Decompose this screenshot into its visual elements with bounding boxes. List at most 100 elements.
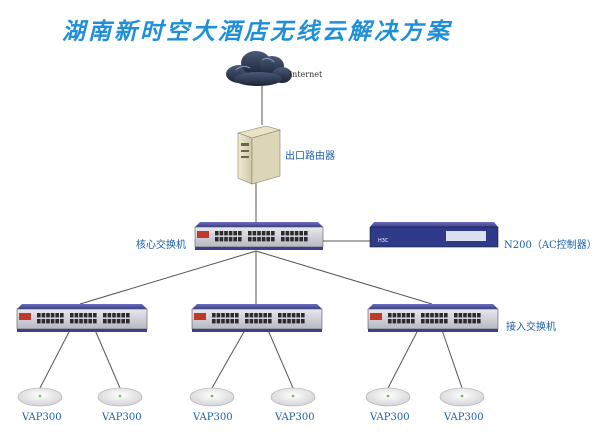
port [46,313,50,318]
port [472,319,476,324]
port [430,313,434,318]
port [107,313,112,318]
port [296,313,300,318]
port [467,313,472,318]
port [430,319,434,324]
port [235,313,239,318]
port [454,319,458,324]
port [263,319,267,324]
switch-ports [212,313,305,324]
port [266,231,270,236]
port [248,237,252,242]
port [304,231,308,236]
port [392,313,397,318]
port [472,313,476,318]
link-access3-ap6 [441,329,463,389]
ac-controller-label: N200（AC控制器） [504,240,597,251]
access-switch-3-icon [367,304,499,332]
port [93,313,97,318]
port [221,313,225,318]
port [401,313,406,318]
port [257,231,261,236]
port [126,319,130,324]
ap-icon [365,387,411,407]
router-server-icon [236,125,282,185]
link-core-access1 [79,250,257,305]
link-access1-ap2 [94,329,121,389]
port [287,319,291,324]
port [83,319,88,324]
access-switch-1-icon [16,304,148,332]
port [37,313,41,318]
port [88,319,92,324]
port [406,313,410,318]
port [252,231,257,236]
port [291,313,296,318]
port [285,237,290,242]
port [221,319,225,324]
port [421,313,425,318]
port [216,313,221,318]
port [55,319,59,324]
port [107,319,112,324]
access-points [17,387,485,407]
switch-ports [215,231,308,242]
port [388,313,392,318]
port [401,319,406,324]
port [121,319,125,324]
ap-label: VAP300 [275,412,315,423]
port [224,231,228,236]
port [268,313,272,318]
port [434,313,439,318]
port [477,319,481,324]
port [282,313,287,318]
port [263,313,267,318]
link-access2-ap4 [267,329,294,389]
port [252,237,257,242]
port [233,237,237,242]
port [287,313,291,318]
link-core-access3 [255,250,433,305]
access-switch-label: 接入交换机 [506,322,556,333]
port [477,313,481,318]
port [254,319,258,324]
port [425,313,430,318]
core-switch-label: 核心交换机 [136,240,186,251]
ap-label: VAP300 [102,412,142,423]
port [301,319,305,324]
port [103,313,107,318]
port [458,313,463,318]
port [70,319,74,324]
port [46,319,50,324]
port [258,313,263,318]
port [299,231,303,236]
router-label: 出口路由器 [285,151,335,162]
port [50,313,55,318]
ac-controller-icon: H3C [369,222,499,248]
port [258,319,263,324]
port [268,319,272,324]
access-switch-2-icon [191,304,323,332]
port [254,313,258,318]
port [212,313,216,318]
port [41,313,46,318]
port [299,237,303,242]
port [215,237,219,242]
port [79,313,83,318]
port [103,319,107,324]
port [458,319,463,324]
port [249,319,254,324]
port [37,319,41,324]
port [50,319,55,324]
link-access1-ap1 [39,329,71,389]
ap-label: VAP300 [370,412,410,423]
port [261,231,266,236]
port [421,319,425,324]
port [463,319,467,324]
port [392,319,397,324]
port [271,237,275,242]
port [230,313,234,318]
port [121,313,125,318]
port [444,313,448,318]
port [411,313,415,318]
